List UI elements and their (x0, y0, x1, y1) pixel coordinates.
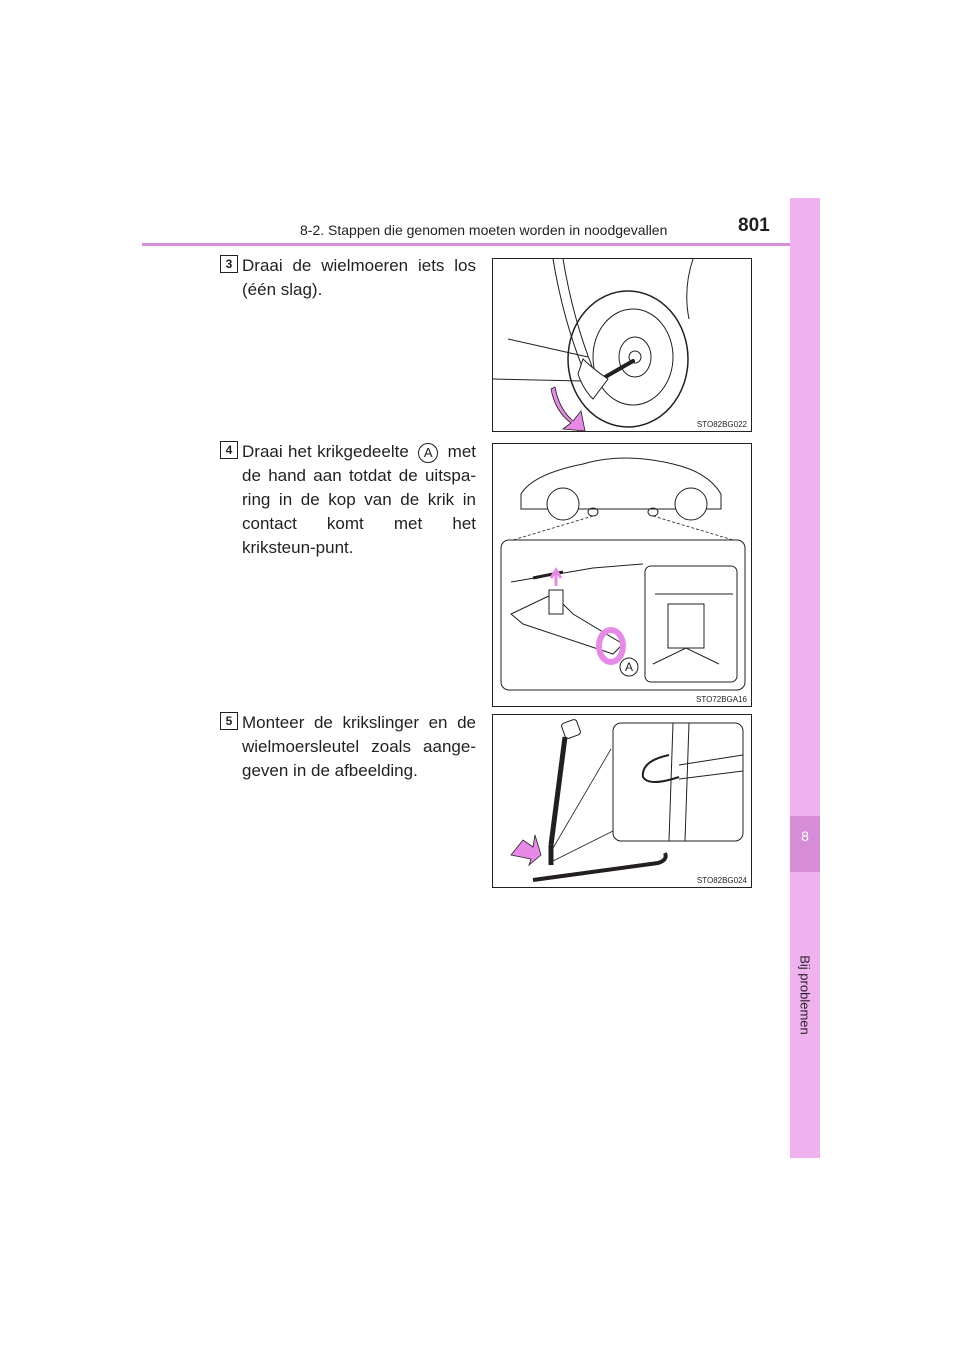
figure-code: STO82BG024 (696, 876, 747, 885)
step-3-text: Draai de wielmoeren iets los (één slag). (242, 256, 476, 299)
step-4-text-after: met de hand aan totdat de uitspa-ring in… (242, 442, 476, 557)
step-5-badge: 5 (220, 712, 238, 730)
step-4-text-before: Draai het krikgedeelte (242, 442, 409, 461)
step-4-badge: 4 (220, 441, 238, 459)
chapter-title-box: Bij problemen (790, 900, 820, 1090)
step-3-badge: 3 (220, 255, 238, 273)
chapter-number-block (790, 816, 820, 872)
figure-code: STO82BG022 (696, 420, 747, 429)
jack-illustration: A (500, 457, 746, 691)
wheel-wrench-illustration (493, 259, 694, 431)
figure-jack-raise: A STO72BGA16 (492, 443, 752, 707)
step-5-text: Monteer de krikslinger en de wielmoersle… (242, 713, 476, 780)
chapter-number: 8 (801, 828, 809, 844)
header-rule (142, 243, 819, 246)
figure-assemble-handle: STO82BG024 (492, 714, 752, 888)
section-title: 8-2. Stappen die genomen moeten worden i… (300, 222, 668, 238)
step-4-text: Draai het krikgedeelte A met de hand aan… (242, 440, 476, 560)
chapter-title: Bij problemen (797, 955, 813, 1035)
callout-a: A (418, 442, 439, 463)
chapter-side-tab (790, 198, 820, 1158)
page-number: 801 (738, 215, 770, 236)
figure-loosen-wheel-nuts: STO82BG022 (492, 258, 752, 432)
figure-code: STO72BGA16 (696, 695, 747, 704)
figure-callout-a: A (625, 660, 633, 674)
jack-handle-illustration (510, 719, 744, 882)
